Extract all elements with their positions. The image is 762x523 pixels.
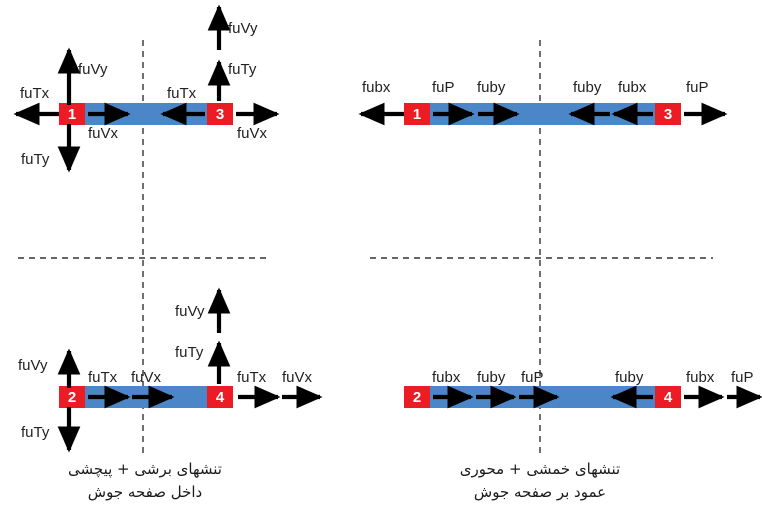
node-label-1: 1 [67, 106, 77, 123]
caption-left-line2: داخل صفحه جوش [87, 482, 203, 501]
force-label-futx-right: fuTx [167, 85, 197, 102]
node-box-3 [655, 103, 681, 125]
force-label-futy-left: fuTy [21, 151, 50, 168]
force-label-fubx-right: fubx [618, 79, 647, 96]
node-box-1 [59, 103, 85, 125]
force-label-fuvx-inner: fuVx [131, 369, 162, 386]
node-label-2: 2 [67, 389, 77, 406]
force-label-fuby-left: fuby [477, 369, 506, 386]
force-label-fubx-outer: fubx [686, 369, 715, 386]
node-box-2 [59, 386, 85, 408]
force-label-fuvx-outer: fuVx [282, 369, 313, 386]
node-label-2: 2 [412, 389, 422, 406]
force-label-fubx-outer-left: fubx [362, 79, 391, 96]
force-label-fup-right: fuP [686, 79, 709, 96]
force-label-fup-left: fuP [521, 369, 544, 386]
force-label-fuby-left: fuby [477, 79, 506, 96]
force-label-futy-right: fuTy [175, 344, 204, 361]
force-label-futx-left: fuTx [20, 85, 50, 102]
node-label-4: 4 [663, 389, 673, 406]
force-label-fup-left: fuP [432, 79, 455, 96]
node-label-1: 1 [412, 106, 422, 123]
caption-right-line2: عمود بر صفحه جوش [473, 482, 607, 501]
panel-bottom-right [404, 385, 762, 409]
force-label-fuby-right: fuby [573, 79, 602, 96]
force-label-futy-right: fuTy [228, 61, 257, 78]
force-label-fup-outer: fuP [731, 369, 754, 386]
caption-left-line1: تنشهای برشی + پیچشی [68, 460, 222, 478]
force-label-fubx-left: fubx [432, 369, 461, 386]
panel-bottom-left [57, 287, 323, 453]
node-box-3 [207, 103, 233, 125]
force-label-fuvx-left: fuVx [88, 125, 119, 142]
force-label-futy-left: fuTy [21, 424, 50, 441]
force-label-fuvy-right: fuVy [175, 303, 205, 320]
node-box-2 [404, 386, 430, 408]
panel-top-left [13, 4, 280, 173]
caption-right-line1: تنشهای خمشی + محوری [459, 460, 621, 478]
node-label-3: 3 [663, 106, 673, 123]
force-label-futx-inner: fuTx [88, 369, 118, 386]
node-box-4 [655, 386, 681, 408]
caption-left: تنشهای برشی + پیچشی داخل صفحه جوش [20, 458, 270, 503]
force-label-futx-outer: fuTx [237, 369, 267, 386]
weld-bar [59, 103, 233, 125]
node-box-4 [207, 386, 233, 408]
force-label-fuvy-right: fuVy [228, 20, 258, 37]
force-label-fuby-right: fuby [615, 369, 644, 386]
node-box-1 [404, 103, 430, 125]
force-label-fuvy-left: fuVy [78, 61, 108, 78]
caption-right: تنشهای خمشی + محوری عمود بر صفحه جوش [415, 458, 665, 503]
node-label-4: 4 [215, 389, 225, 406]
node-label-3: 3 [215, 106, 225, 123]
panel-top-right [358, 102, 728, 126]
force-label-fuvy-left: fuVy [18, 357, 48, 374]
force-label-fuvx-right: fuVx [237, 125, 268, 142]
